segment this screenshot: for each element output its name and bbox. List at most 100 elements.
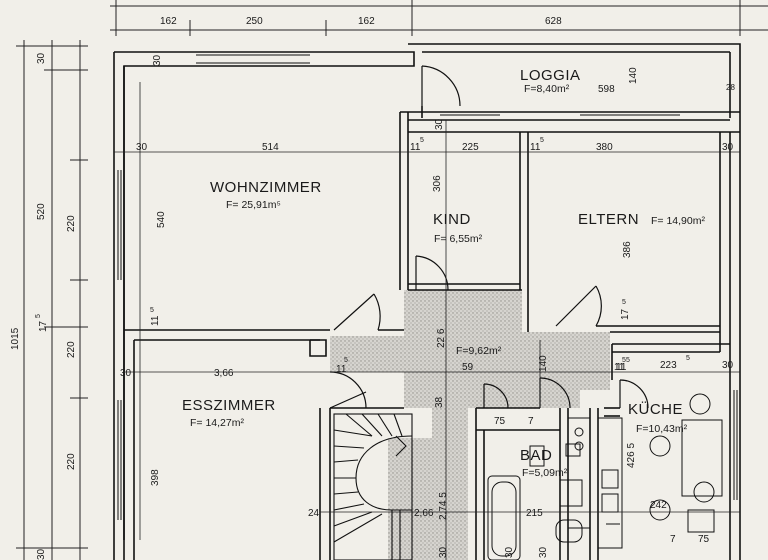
kitchen-table-chair-1 [689, 393, 711, 415]
bad-dim-30b: 30 [504, 546, 515, 558]
eltern-dim-11: 11 [530, 142, 541, 153]
esszimmer-dim-398: 398 [150, 469, 161, 486]
wohnzimmer-dim-514: 514 [262, 142, 279, 153]
room-esszimmer: ESSZIMMER F= 14,27m² 3,66 398 30 11 5 [120, 357, 348, 486]
washbasin [559, 479, 583, 507]
left-dim-520: 520 [36, 203, 47, 220]
esszimmer-dim-11: 11 [336, 364, 347, 375]
room-name-kueche: KÜCHE [628, 400, 683, 418]
kitchen-table-chair-2 [649, 435, 671, 457]
top-dim-3: 162 [358, 16, 375, 27]
kind-dim-306: 306 [432, 175, 443, 192]
kind-dim-11: 11 [410, 142, 421, 153]
kueche-dim-223-sup: 5 [686, 355, 690, 362]
room-name-kind: KIND [433, 211, 471, 228]
kind-dim-30: 30 [434, 118, 445, 130]
stair-dimensions: 24 2,66 2,74 5 38 30 [308, 396, 449, 558]
wohnzimmer-dim-11-sup: 5 [150, 307, 154, 314]
room-name-bad: BAD [520, 447, 552, 464]
room-area-flur: F=9,62m² [456, 345, 502, 357]
doors [329, 65, 649, 409]
top-dim-4: 628 [545, 16, 562, 27]
room-area-loggia: F=8,40m² [524, 83, 570, 95]
room-area-esszimmer: F= 14,27m² [190, 417, 244, 429]
stair-dim-274: 2,74 5 [438, 492, 449, 520]
kueche-dim-11-sup: 5 [622, 357, 626, 364]
room-wohnzimmer: WOHNZIMMER F= 25,91m⁵ 514 540 30 30 11 5 [136, 54, 322, 326]
left-dim-30b: 30 [36, 548, 47, 560]
bathroom-fixtures [487, 443, 583, 560]
inner-dimension-lines [114, 82, 740, 560]
left-dim-220a: 220 [66, 215, 77, 232]
kitchen-table-chair-3 [693, 481, 715, 503]
toilet [555, 519, 583, 543]
esszimmer-dim-366: 3,66 [214, 368, 234, 379]
kueche-dim-426: 426 5 [626, 443, 637, 468]
room-eltern: ELTERN F= 14,90m² 380 386 11 5 30 17 5 [530, 137, 734, 320]
kueche-dim-242: 242 [650, 500, 667, 511]
flur-dim-11: 11 [616, 362, 627, 373]
room-area-wohnzimmer: F= 25,91m⁵ [226, 199, 281, 211]
flur-dim-11-sup: 5 [626, 357, 630, 364]
stair-dim-24: 24 [308, 508, 320, 519]
left-dim-220b: 220 [66, 341, 77, 358]
left-dimensions: 30 520 220 1015 17 5 220 220 30 [10, 52, 77, 560]
eltern-dim-386: 386 [622, 241, 633, 258]
left-dim-1015: 1015 [10, 327, 21, 350]
kind-dim-11-sup: 5 [420, 137, 424, 144]
top-dim-1: 162 [160, 16, 177, 27]
esszimmer-dim-11-sup: 5 [344, 357, 348, 364]
loggia-dim-28: 28 [726, 83, 735, 92]
room-flur: F=9,62m² 22 6 140 59 11 5 [436, 328, 630, 373]
kueche-dim-7: 7 [670, 534, 676, 545]
eltern-dim-30: 30 [722, 142, 734, 153]
left-dimension-lines [16, 40, 88, 560]
room-name-loggia: LOGGIA [520, 67, 581, 84]
room-loggia: LOGGIA F=8,40m² 598 140 28 [520, 67, 735, 95]
loggia-dim-140: 140 [628, 67, 639, 84]
top-dimensions: 162 250 162 628 [160, 16, 562, 27]
room-area-eltern: F= 14,90m² [651, 215, 705, 227]
room-name-wohnzimmer: WOHNZIMMER [210, 179, 322, 196]
stair-dim-266: 2,66 [414, 508, 434, 519]
bad-dim-30: 30 [538, 546, 549, 558]
flur-dim-140: 140 [538, 355, 549, 372]
flur-dim-59: 59 [462, 362, 474, 373]
wohnzimmer-dim-540: 540 [156, 211, 167, 228]
kueche-dim-11: 11 [614, 362, 625, 373]
kueche-dim-30: 30 [722, 360, 734, 371]
left-dim-30: 30 [36, 52, 47, 64]
room-bad: BAD F=5,09m² 75 7 215 30 30 [494, 416, 568, 558]
room-kind: KIND F= 6,55m² 225 306 30 11 5 [410, 118, 483, 245]
room-area-bad: F=5,09m² [522, 467, 568, 479]
eltern-dim-17: 17 [620, 308, 631, 320]
wohnzimmer-dim-11: 11 [150, 315, 161, 326]
left-dim-17-5: 17 [38, 320, 49, 332]
bathtub [487, 475, 521, 560]
bad-dim-7: 7 [528, 416, 534, 427]
eltern-dim-11-sup: 5 [540, 137, 544, 144]
esszimmer-dim-30: 30 [120, 368, 132, 379]
eltern-dim-380: 380 [596, 142, 613, 153]
left-dim-17-5-sup: 5 [35, 314, 42, 318]
kueche-dim-75: 75 [698, 534, 710, 545]
room-name-eltern: ELTERN [578, 211, 639, 228]
stair-dim-30: 30 [438, 546, 449, 558]
room-kueche: KÜCHE F=10,43m² 223 5 30 11 5 426 5 242 … [614, 355, 734, 545]
left-dim-220c: 220 [66, 453, 77, 470]
staircase [333, 413, 413, 560]
top-dimension-lines [110, 0, 768, 36]
windows [117, 54, 738, 520]
wohnzimmer-dim-30-top: 30 [152, 54, 163, 66]
bad-dim-215: 215 [526, 508, 543, 519]
top-dim-2: 250 [246, 16, 263, 27]
eltern-dim-17-sup: 5 [622, 299, 626, 306]
kind-dim-225: 225 [462, 142, 479, 153]
flur-dim-226: 22 6 [436, 328, 447, 348]
room-area-kind: F= 6,55m² [434, 233, 483, 245]
wohnzimmer-dim-30: 30 [136, 142, 148, 153]
stair-dim-38: 38 [434, 396, 445, 408]
room-name-esszimmer: ESSZIMMER [182, 397, 276, 414]
room-area-kueche: F=10,43m² [636, 423, 688, 435]
kueche-dim-223: 223 [660, 360, 677, 371]
